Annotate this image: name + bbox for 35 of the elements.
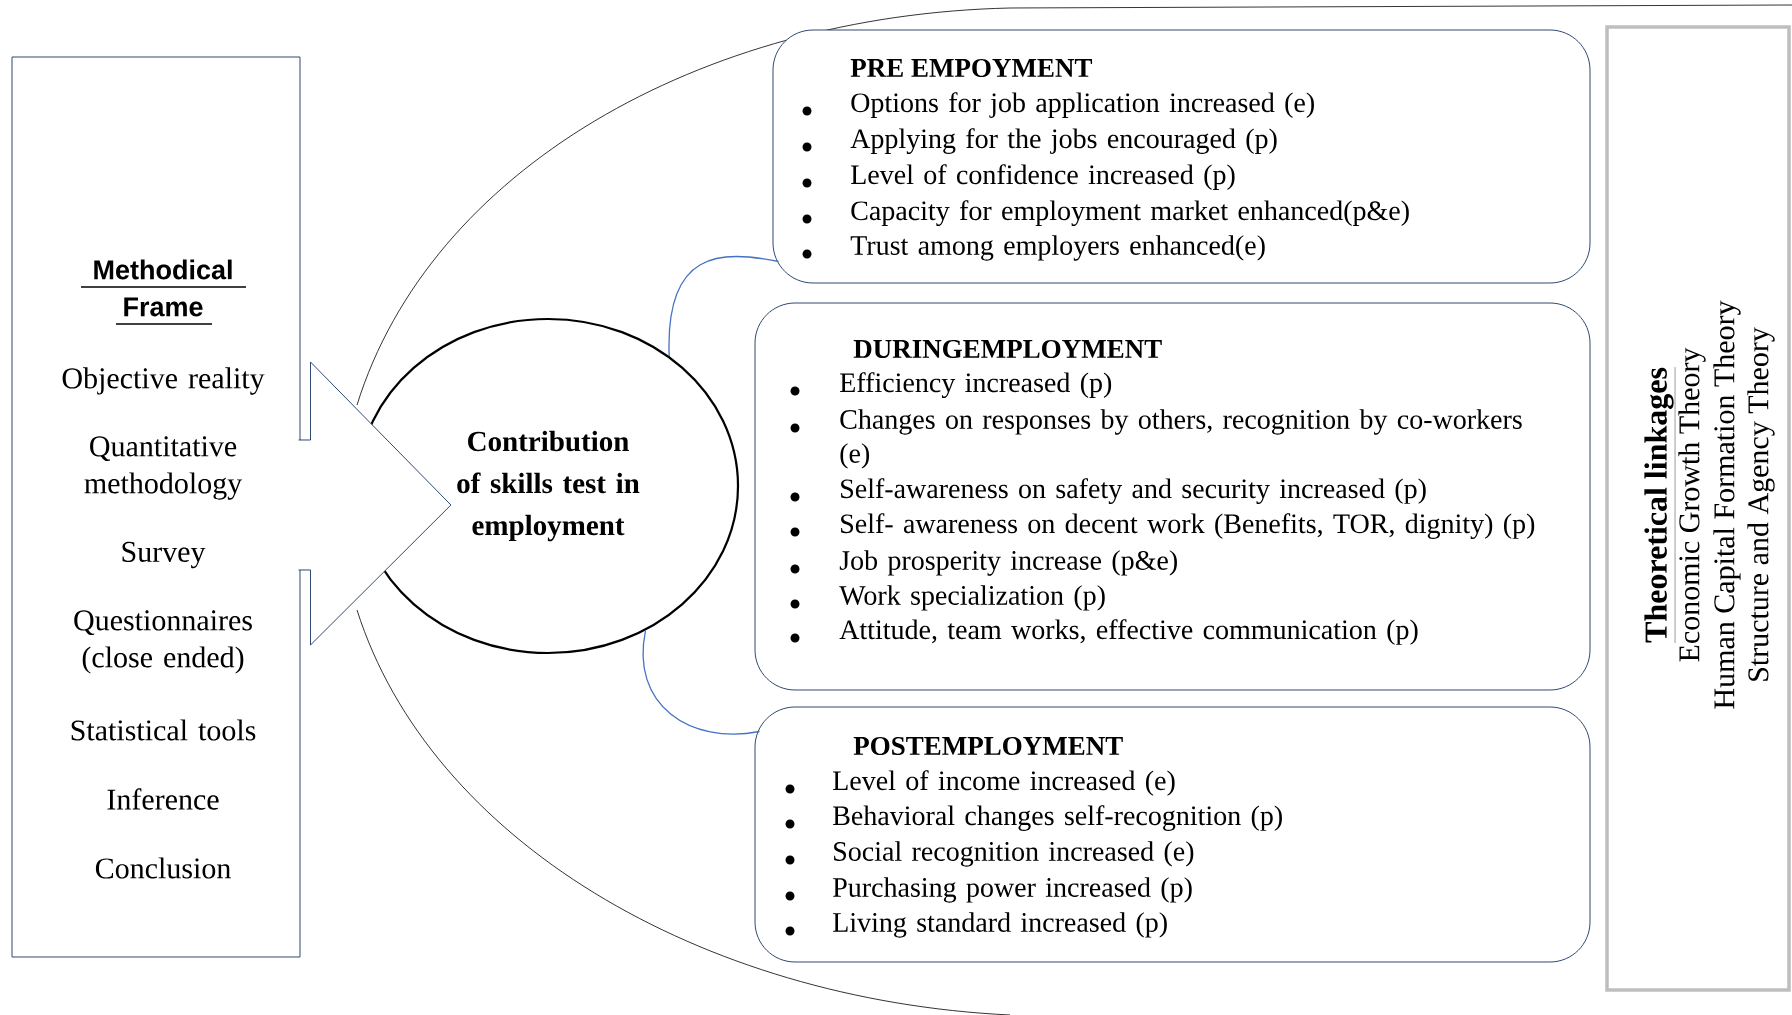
- theory-item: Human Capital Formation Theory: [1713, 300, 1741, 709]
- method-item: Objective reality: [62, 367, 265, 395]
- connector-curve: [642, 629, 761, 735]
- block-arrow: [298, 361, 452, 646]
- bullet-item: Options for job application increased (e): [851, 92, 1314, 118]
- heading: Methodical Frame: [80, 259, 247, 325]
- bullet-item: Job prosperity increase (p&e): [839, 550, 1177, 576]
- method-item: Questionnaires (close ended): [74, 610, 252, 674]
- method-item: Survey: [122, 541, 206, 569]
- method-item: Inference: [107, 788, 219, 810]
- heading: DURINGEMPLOYMENT: [853, 339, 1162, 359]
- bullet-item: Purchasing power increased (p): [833, 877, 1192, 903]
- bullet-item: Self-awareness on safety and security increased (p): [841, 478, 1426, 504]
- bullet-item: Efficiency increased (p): [840, 372, 1112, 398]
- method-item: Quantitative methodology: [84, 436, 243, 500]
- heading: Theoretical linkages: [1644, 366, 1676, 644]
- bullet-item: Changes on responses by others, recognition by co-workers (e): [840, 409, 1522, 469]
- heading: PRE EMPOYMENT: [850, 58, 1093, 78]
- bullet-item: Trust among employers enhanced(e): [850, 235, 1265, 261]
- bullet-item: Level of income increased (e): [833, 770, 1175, 796]
- method-item: Conclusion: [95, 857, 231, 879]
- heading: POSTEMPLOYMENT: [853, 736, 1123, 756]
- theory-item: Structure and Agency Theory: [1747, 327, 1775, 681]
- bullet-item: Applying for the jobs encouraged (p): [850, 128, 1277, 154]
- bullet-item: Attitude, team works, effective communication (p): [839, 619, 1418, 645]
- theory-item: Economic Growth Theory: [1678, 347, 1706, 662]
- bullet-item: Work specialization (p): [839, 585, 1105, 611]
- bullet-item: Level of confidence increased (p): [851, 164, 1235, 190]
- bullet-item: Capacity for employment market enhanced(p&e): [851, 200, 1409, 226]
- bullet-item: Self- awareness on decent work (Benefits, TOR, dignity) (p): [841, 513, 1535, 539]
- method-item: Statistical tools: [71, 719, 256, 741]
- bullet-item: Living standard increased (p): [833, 912, 1167, 938]
- bullet-item: Social recognition increased (e): [834, 841, 1194, 867]
- connector-curve: [668, 255, 780, 357]
- bullet-item: Behavioral changes self-recognition (p): [833, 805, 1282, 831]
